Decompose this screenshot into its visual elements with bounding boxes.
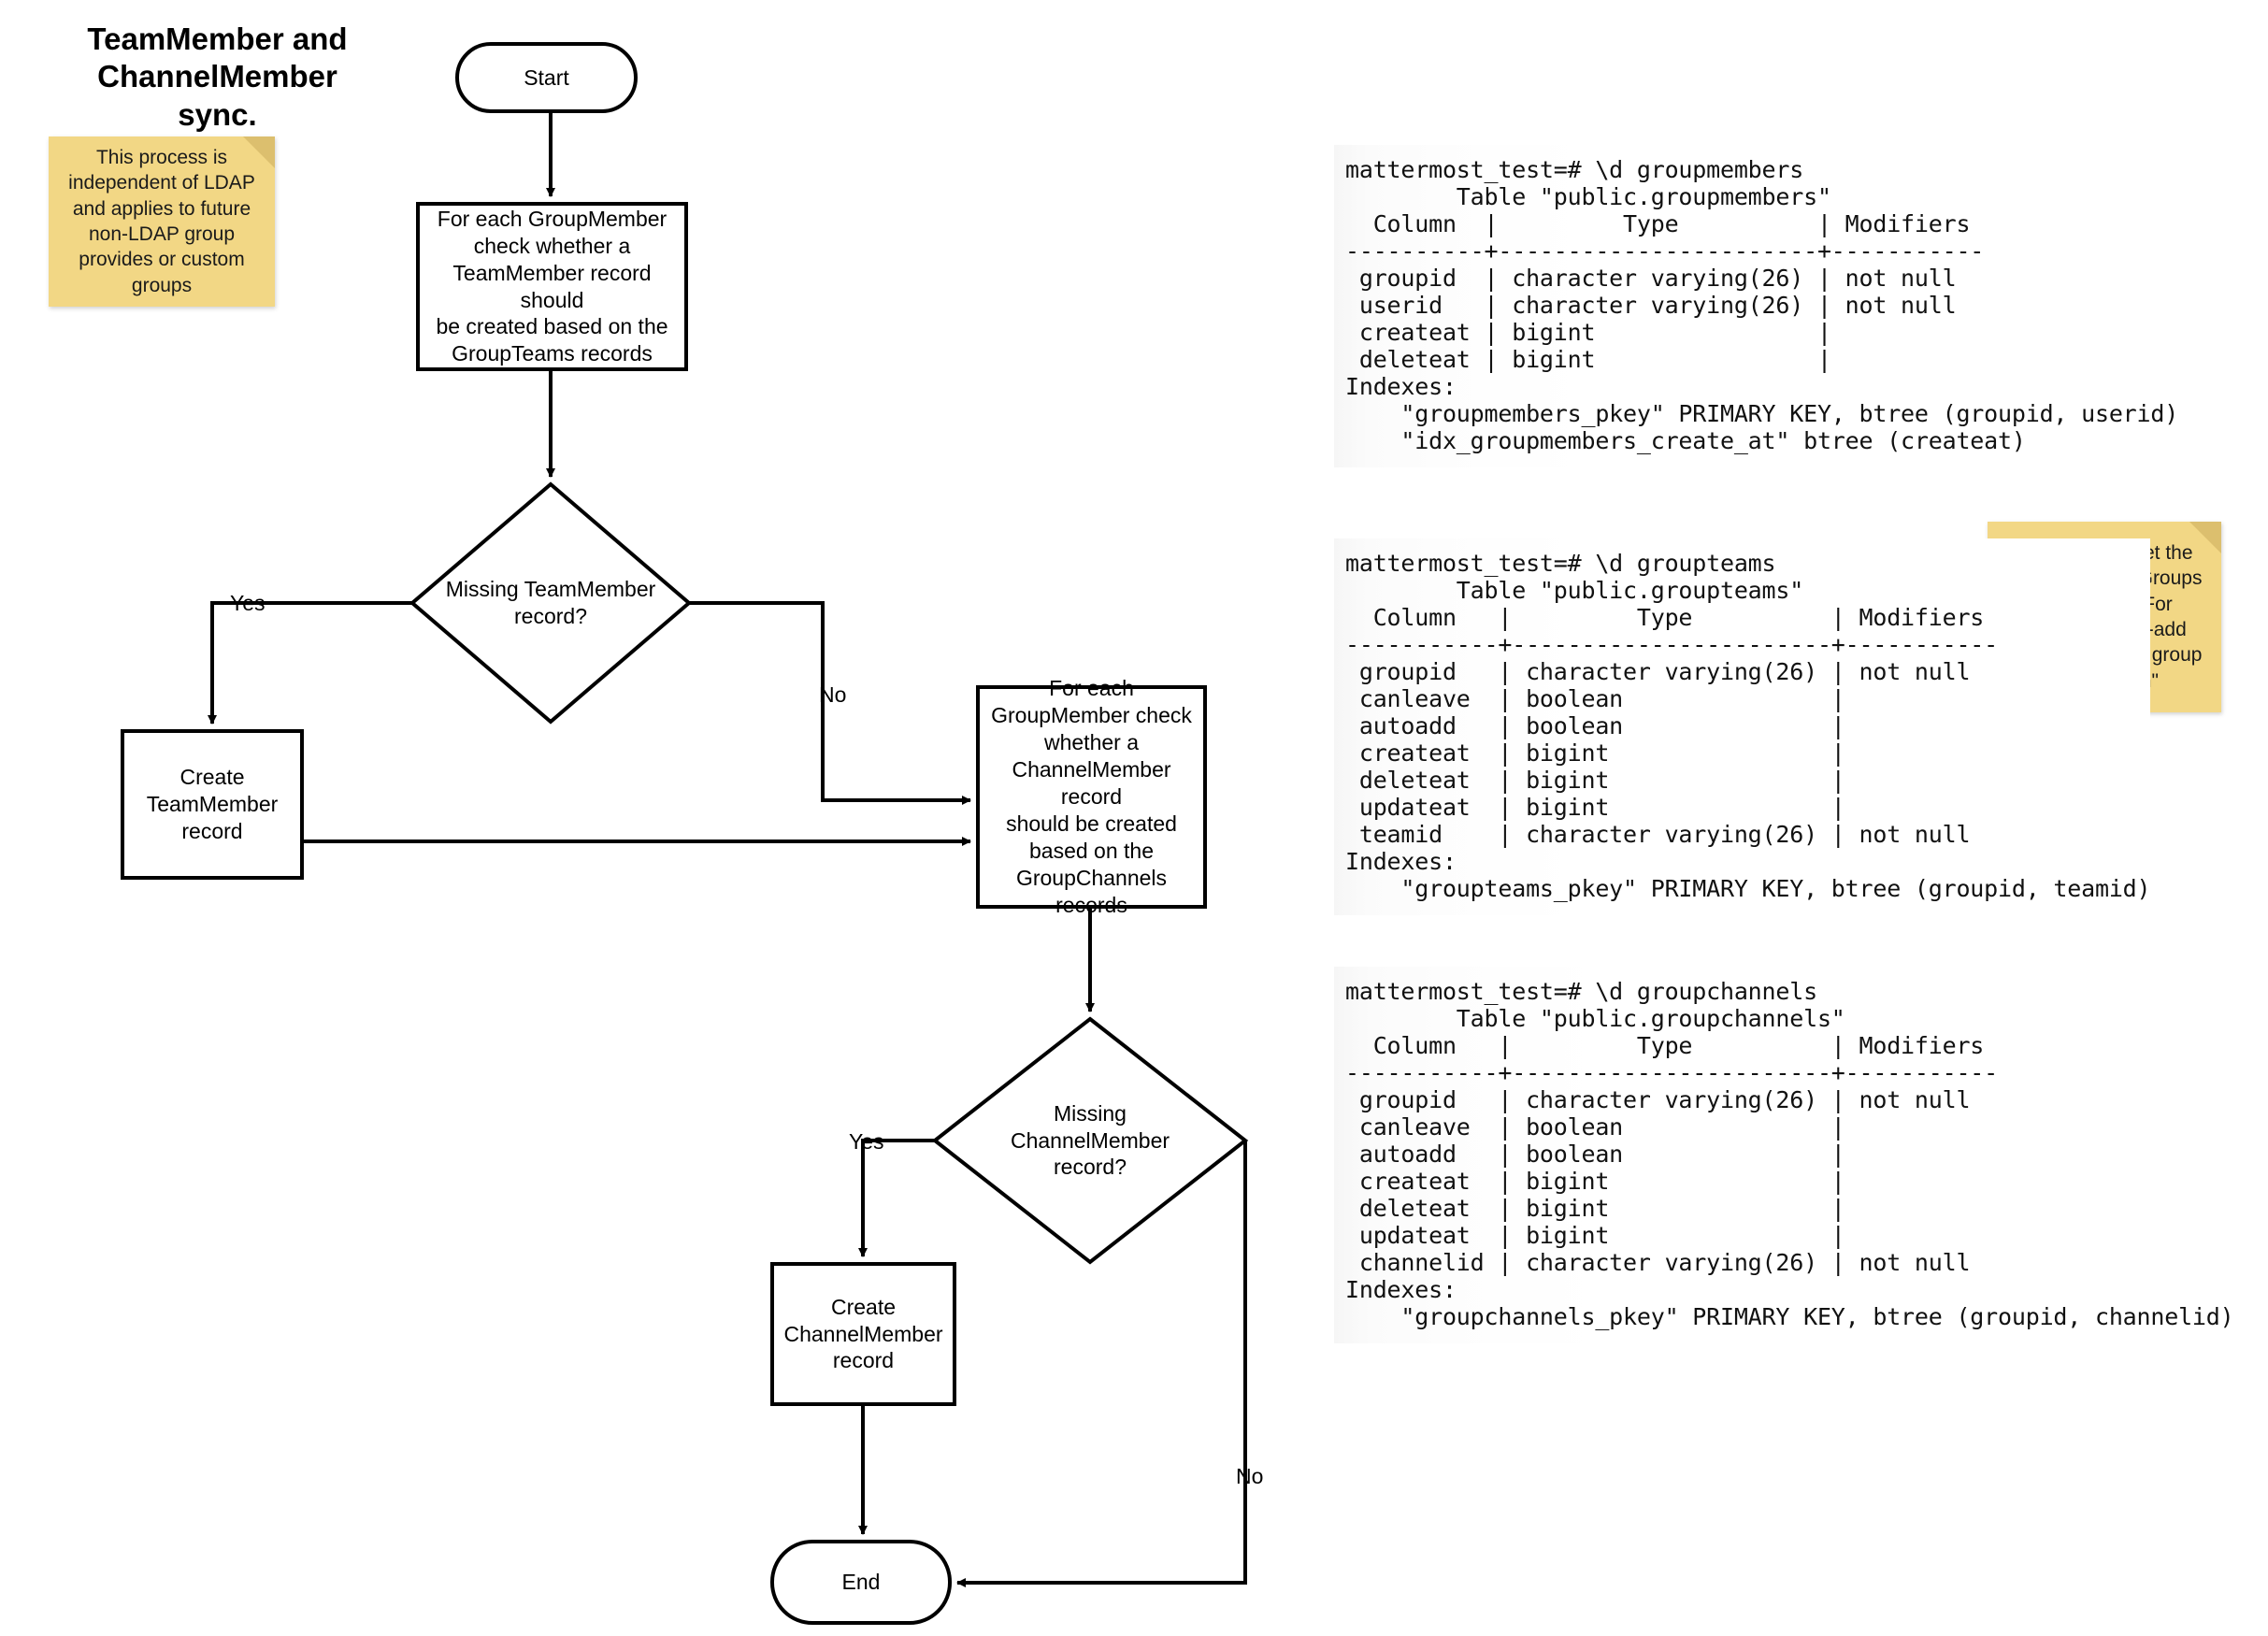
terminal-output-groupteams: mattermost_test=# \d groupteams Table "p… (1334, 538, 2151, 915)
node-decision-channelmember-shape (931, 1016, 1249, 1265)
sticky-note-ldap: This process is independent of LDAP and … (49, 136, 275, 307)
edge-label-teammember-yes: Yes (230, 591, 266, 615)
node-start-shape (455, 42, 638, 113)
node-decision-teammember-shape (409, 481, 693, 725)
edge-decision2-yes (858, 1139, 935, 1257)
node-create-channelmember-shape (770, 1262, 956, 1406)
edge-decision1-yes (208, 601, 412, 725)
sticky-note-ldap-text: This process is independent of LDAP and … (68, 147, 255, 296)
edge-decision2-no (956, 1141, 1247, 1587)
edge-label-teammember-no: No (819, 682, 847, 707)
edge-label-channelmember-no: No (1236, 1464, 1264, 1488)
terminal-output-groupmembers: mattermost_test=# \d groupmembers Table … (1334, 145, 2178, 467)
node-end-shape (770, 1540, 952, 1625)
terminal-output-groupchannels: mattermost_test=# \d groupchannels Table… (1334, 967, 2234, 1343)
diagram-title: TeamMember and ChannelMember sync. (87, 22, 348, 132)
node-process-teammember-shape (416, 202, 688, 371)
edge-label-channelmember-yes: Yes (849, 1129, 884, 1154)
node-process-channelmember-shape (976, 685, 1207, 909)
node-create-teammember-shape (121, 729, 304, 880)
edge-decision1-no (689, 601, 971, 805)
